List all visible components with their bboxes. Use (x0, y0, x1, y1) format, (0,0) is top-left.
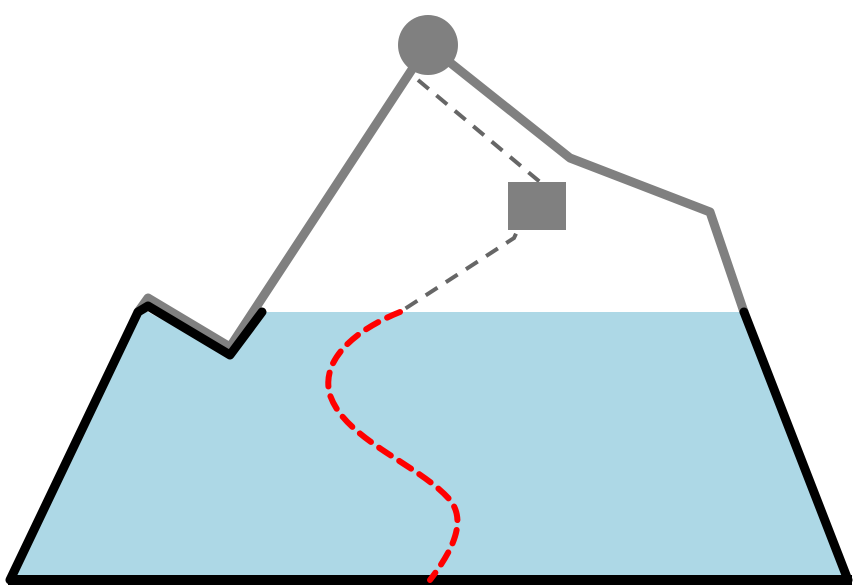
iceberg-outline-below-water-right (739, 307, 853, 585)
water-body (10, 312, 848, 580)
route-below-water (325, 309, 461, 583)
iceberg-outline-below-water-left (5, 301, 267, 585)
route-above-water (398, 78, 543, 314)
peak-circle-icon (398, 15, 458, 75)
waypoint-square-icon (508, 182, 566, 230)
